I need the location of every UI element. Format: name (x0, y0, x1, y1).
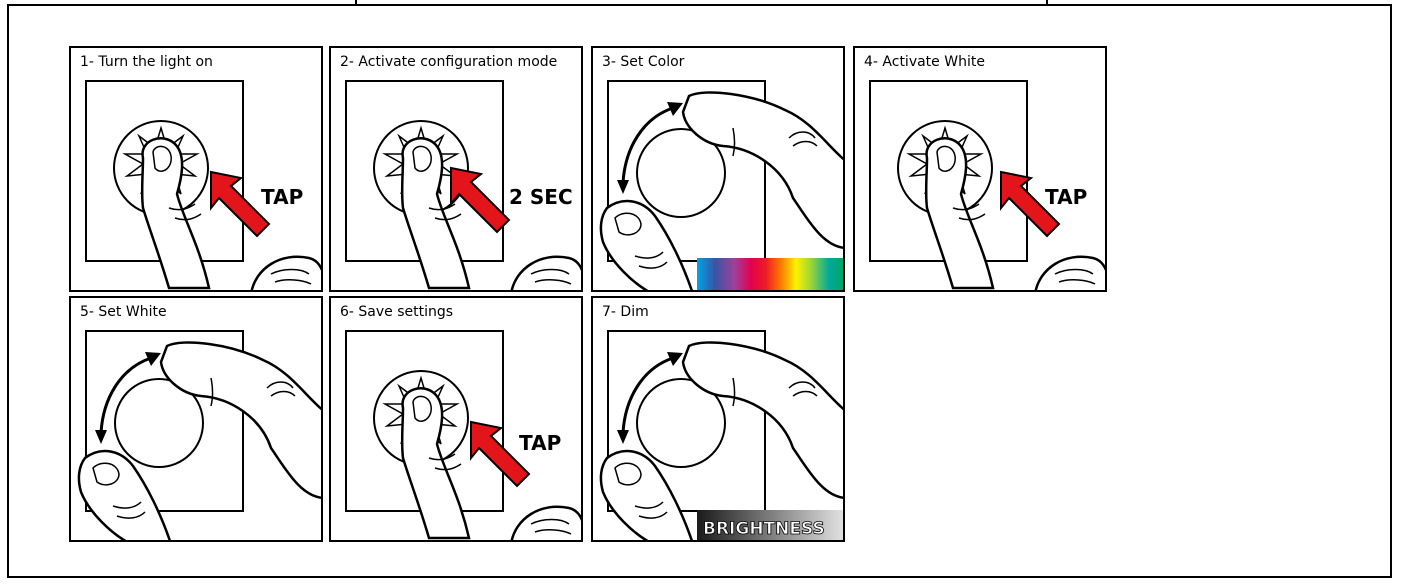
rotate-illustration: BRIGHTNESS (593, 298, 845, 542)
step-1-panel: 1- Turn the light on TAP (69, 46, 323, 292)
tap-illustration: TAP (331, 298, 583, 542)
step-3-panel: 3- Set Color (591, 46, 845, 292)
action-label: TAP (261, 185, 303, 209)
tap-arrow-icon (451, 168, 509, 232)
tap-illustration: TAP (71, 48, 323, 292)
step-7-panel: 7- Dim BRIGHTNESS (591, 296, 845, 542)
thumb-icon (251, 257, 323, 292)
brightness-label: BRIGHTNESS (703, 519, 825, 539)
step-6-panel: 6- Save settings TAP (329, 296, 583, 542)
color-spectrum-bar (697, 258, 845, 292)
rotate-illustration (593, 48, 845, 292)
action-label: TAP (519, 431, 561, 455)
step-2-panel: 2- Activate configuration mode 2 SEC (329, 46, 583, 292)
thumb-icon (511, 257, 583, 292)
thumb-icon (1035, 257, 1107, 292)
top-tab (355, 0, 1048, 6)
step-4-panel: 4- Activate White TAP (853, 46, 1107, 292)
hold-illustration: 2 SEC (331, 48, 583, 292)
action-label: 2 SEC (509, 185, 573, 209)
action-label: TAP (1045, 185, 1087, 209)
thumb-icon (511, 507, 583, 542)
rotate-illustration (71, 298, 323, 542)
step-5-panel: 5- Set White (69, 296, 323, 542)
tap-illustration: TAP (855, 48, 1107, 292)
